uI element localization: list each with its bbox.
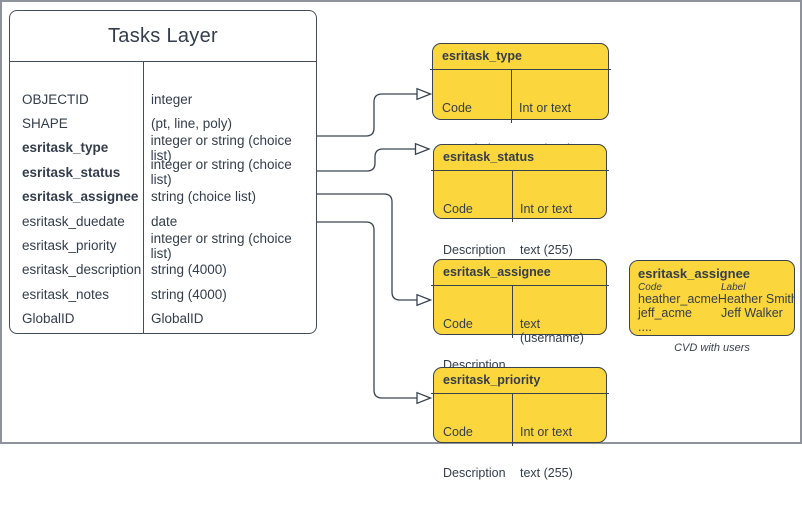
open-arrowhead-icon <box>414 142 431 156</box>
field-row-duedate: esritask_duedate date <box>10 209 316 233</box>
domain-cell: text (255) <box>520 242 573 257</box>
connector-status <box>316 148 416 172</box>
domain-cell: Description <box>443 465 506 480</box>
field-row-objectid: OBJECTID integer <box>10 87 316 111</box>
domain-box-title: esritask_status <box>443 150 535 164</box>
tasks-layer-table: Tasks Layer OBJECTID integer SHAPE (pt, … <box>9 10 317 334</box>
field-row-priority: esritask_priority integer or string (cho… <box>10 231 316 261</box>
diagram-canvas: Tasks Layer OBJECTID integer SHAPE (pt, … <box>0 0 802 480</box>
domain-cell: Code <box>443 202 473 217</box>
field-type: GlobalID <box>151 311 204 327</box>
field-type: string (4000) <box>151 286 227 302</box>
domain-box-title: esritask_assignee <box>443 265 551 279</box>
domain-box-status: esritask_status Code Description Int or … <box>431 144 609 257</box>
domain-cell: Code <box>443 425 473 440</box>
field-row-notes: esritask_notes string (4000) <box>10 282 316 306</box>
field-name: esritask_description <box>22 262 142 278</box>
field-name: esritask_notes <box>22 286 110 302</box>
cvd-label: Heather Smith <box>717 292 795 306</box>
field-name: OBJECTID <box>22 91 89 107</box>
domain-box-type: esritask_type Code Description Int or te… <box>430 43 611 156</box>
field-row-status: esritask_status integer or string (choic… <box>10 157 316 188</box>
connector-priority <box>316 221 417 399</box>
domain-cell: Int or text <box>519 101 572 116</box>
cvd-label: Jeff Walker <box>721 305 783 320</box>
cvd-row: jeff_acme Jeff Walker <box>638 305 794 321</box>
field-row-shape: SHAPE (pt, line, poly) <box>10 111 316 135</box>
field-name: esritask_type <box>22 140 109 156</box>
connector-assignee <box>316 193 417 301</box>
cvd-users-box: esritask_assignee Code Label heather_acm… <box>629 260 795 336</box>
tasks-layer-title: Tasks Layer <box>10 11 316 62</box>
field-name: esritask_duedate <box>22 213 125 229</box>
field-name: esritask_status <box>22 164 121 180</box>
column-divider <box>512 285 513 338</box>
cvd-row: heather_acme Heather Smith <box>638 292 795 307</box>
domain-cell: Int or text <box>520 425 573 440</box>
field-row-type: esritask_type integer or string (choice … <box>10 132 316 163</box>
cvd-caption: CVD with users <box>674 342 750 354</box>
domain-cell: Int or text <box>520 202 573 217</box>
domain-box-assignee: esritask_assignee Code Description text … <box>431 259 609 385</box>
domain-box-title: esritask_priority <box>443 373 541 387</box>
field-name: esritask_priority <box>22 238 117 254</box>
column-divider <box>143 61 144 333</box>
title-divider <box>431 393 609 394</box>
column-divider <box>512 170 513 222</box>
title-divider <box>431 285 609 286</box>
title-divider <box>430 69 611 70</box>
field-type: (pt, line, poly) <box>151 116 233 132</box>
domain-columns: Code Description <box>443 176 506 285</box>
column-divider <box>511 69 512 123</box>
domain-cell: text (255) <box>520 465 573 480</box>
field-row-assignee: esritask_assignee string (choice list) <box>10 185 316 209</box>
cvd-code: .... <box>638 319 652 334</box>
field-name: esritask_assignee <box>22 189 139 205</box>
field-type: integer or string (choice list) <box>150 132 296 163</box>
column-divider <box>512 393 513 446</box>
open-arrowhead-icon <box>416 391 433 405</box>
cvd-header-row: Code Label <box>638 282 794 293</box>
domain-types: Int or text text (255) <box>520 399 573 508</box>
domain-cell: Code <box>443 317 473 332</box>
domain-box-priority: esritask_priority Code Description Int o… <box>431 367 609 480</box>
open-arrowhead-icon <box>416 87 433 101</box>
field-name: SHAPE <box>22 116 68 132</box>
title-divider <box>431 170 609 171</box>
field-type: string (4000) <box>151 262 227 278</box>
domain-box-title: esritask_type <box>442 49 522 63</box>
field-type: integer or string (choice list) <box>150 230 296 261</box>
connector-layer <box>316 87 433 405</box>
field-name: GlobalID <box>22 311 75 327</box>
domain-columns: Code Description <box>443 399 506 508</box>
domain-cell: Description <box>443 242 506 257</box>
open-arrowhead-icon <box>416 293 433 307</box>
cvd-code: heather_acme <box>638 292 718 306</box>
field-type: string (choice list) <box>151 189 257 205</box>
cvd-header-code: Code <box>638 282 662 293</box>
cvd-header-label: Label <box>721 282 746 293</box>
field-type: date <box>151 213 178 229</box>
cvd-code: jeff_acme <box>638 305 692 320</box>
domain-cell: Code <box>442 101 472 116</box>
field-row-description: esritask_description string (4000) <box>10 258 316 282</box>
field-list: OBJECTID integer SHAPE (pt, line, poly) … <box>10 61 316 331</box>
connector-type <box>316 93 417 137</box>
domain-types: Int or text text (255) <box>520 176 573 285</box>
domain-cell: text (username) <box>520 317 584 345</box>
field-type: integer <box>151 91 193 107</box>
field-type: integer or string (choice list) <box>150 157 296 188</box>
cvd-title: esritask_assignee <box>638 266 751 281</box>
cvd-row: .... <box>638 319 794 335</box>
field-row-globalid: GlobalID GlobalID <box>10 307 316 331</box>
